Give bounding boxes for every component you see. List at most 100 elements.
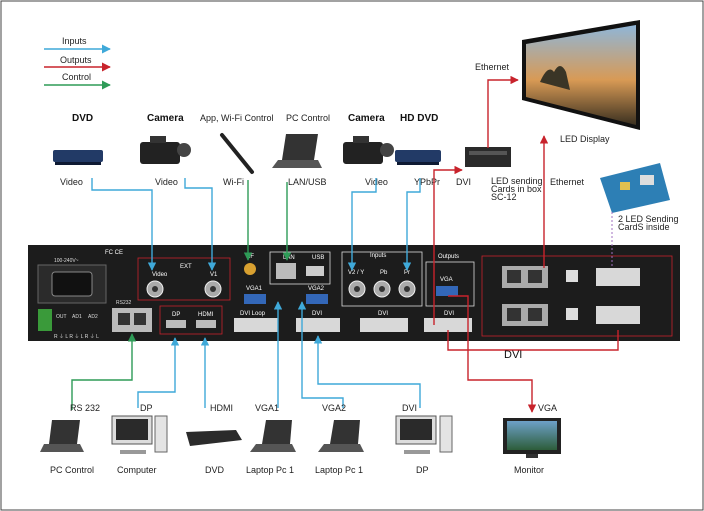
pc-laptop-base bbox=[272, 160, 322, 168]
bottom-device-monitor: VGA Monitor bbox=[503, 403, 561, 475]
audio-ad2-label: AD2 bbox=[88, 314, 98, 320]
sending-card: 2 LED Sending CardS inside bbox=[600, 163, 679, 232]
audio-ad1-label: AD1 bbox=[72, 314, 82, 320]
hddvd-name: HD DVD bbox=[400, 113, 438, 124]
pb-label: Pb bbox=[380, 270, 388, 276]
display-ethernet-side: Ethernet bbox=[550, 177, 585, 187]
led-display-rock bbox=[540, 66, 570, 90]
bottom-dvd-player-icon bbox=[186, 430, 242, 446]
bottom-laptop1-base bbox=[250, 444, 296, 452]
sending-card-caption-2: CardS inside bbox=[618, 222, 670, 232]
camera2-handle bbox=[353, 136, 369, 143]
dvd-player-icon bbox=[53, 150, 103, 162]
bottom-laptop1-name: Laptop Pc 1 bbox=[246, 465, 294, 475]
camera2-name: Camera bbox=[348, 113, 385, 124]
vga-out-port bbox=[436, 286, 458, 296]
bottom-device-laptop1: VGA1 Laptop Pc 1 bbox=[246, 403, 296, 475]
video-label: Video bbox=[152, 272, 168, 278]
hdmi-port bbox=[196, 320, 216, 328]
camera1-icon bbox=[140, 142, 180, 164]
hddvd-port: YPbPr bbox=[414, 177, 440, 187]
hddvd-player-icon bbox=[395, 150, 441, 162]
conn-sendingbox-ethernet bbox=[487, 75, 519, 148]
slot2-rj45-1 bbox=[507, 308, 521, 321]
bottom-pccontrol-laptop-screen bbox=[49, 420, 80, 444]
slot1-rj45-2 bbox=[528, 270, 542, 283]
bottom-pccontrol-port: RS 232 bbox=[70, 403, 100, 413]
sending-card-slot-box bbox=[481, 255, 673, 337]
vga1-port bbox=[244, 294, 266, 304]
bottom-dp-name: DP bbox=[416, 465, 429, 475]
display-ethernet-top: Ethernet bbox=[475, 62, 510, 72]
conn-hddvd-ypbpr bbox=[402, 178, 421, 271]
bottom-laptop1-port: VGA1 bbox=[255, 403, 279, 413]
camera2-icon bbox=[343, 142, 383, 164]
dvi-big-label: DVI bbox=[504, 349, 522, 361]
bottom-device-dp: DVI DP bbox=[395, 403, 453, 475]
vga2-port bbox=[306, 294, 328, 304]
conn-dp-dvi bbox=[313, 335, 421, 408]
bottom-laptop2-name: Laptop Pc 1 bbox=[315, 465, 363, 475]
pc-name: PC Control bbox=[286, 113, 330, 123]
conn-pccontrol-rs232 bbox=[71, 333, 137, 410]
slot2-usb-port bbox=[566, 308, 578, 320]
bottom-computer-screen bbox=[116, 419, 148, 440]
sending-box-caption-2: Cards in box bbox=[491, 184, 542, 194]
conn-camera1-v1 bbox=[184, 178, 217, 271]
dvi-out1-port bbox=[360, 318, 408, 332]
wifi-name: App, Wi-Fi Control bbox=[200, 113, 274, 123]
display-name: LED Display bbox=[560, 134, 610, 144]
pr-label: Pr bbox=[404, 270, 410, 276]
v1-bnc-pin bbox=[210, 286, 216, 292]
lan-usb-group-box bbox=[269, 251, 331, 285]
slot1-rj45-1 bbox=[507, 270, 521, 283]
bottom-dvd-name: DVD bbox=[205, 465, 225, 475]
rf-label: RF bbox=[246, 254, 254, 260]
processor-rear-panel: 100-240V~ FC CE OUT AD1 AD2 R ⏚ L R ⏚ L … bbox=[28, 245, 680, 341]
bottom-computer-tower bbox=[154, 415, 168, 453]
bottom-dp-tower bbox=[439, 415, 453, 453]
outputs-label: Outputs bbox=[438, 254, 459, 260]
camera1-lens bbox=[177, 143, 191, 157]
output-connections bbox=[433, 75, 619, 413]
input-connections bbox=[91, 178, 421, 408]
dp-hdmi-group-box bbox=[159, 305, 223, 335]
legend-inputs-label: Inputs bbox=[62, 36, 87, 46]
sending-box-caption-1: LED sending bbox=[491, 176, 543, 186]
pb-bnc-pin bbox=[379, 286, 385, 292]
bottom-pccontrol-name: PC Control bbox=[50, 465, 94, 475]
usb-label: USB bbox=[312, 255, 324, 261]
top-device-camera1: Camera Video bbox=[140, 113, 191, 187]
bottom-device-computer: DP Computer bbox=[111, 403, 168, 475]
bottom-computer-port: DP bbox=[140, 403, 153, 413]
bottom-pccontrol-laptop-base bbox=[40, 444, 84, 452]
bottom-laptop1-screen bbox=[262, 420, 292, 444]
ext-group-box bbox=[137, 257, 231, 301]
usb-port bbox=[306, 266, 324, 276]
camera1-name: Camera bbox=[147, 113, 184, 124]
slot1-dvi-port bbox=[596, 268, 640, 286]
top-device-sending-box: DVI LED sending Cards in box SC-12 bbox=[456, 147, 543, 202]
sending-box-port: DVI bbox=[456, 177, 471, 187]
top-device-wifi: App, Wi-Fi Control Wi-Fi bbox=[200, 113, 274, 187]
rs232-jack-1 bbox=[118, 313, 130, 325]
bottom-dp-keyboard bbox=[404, 450, 430, 454]
dvi-in-port bbox=[296, 318, 340, 332]
legend-control-label: Control bbox=[62, 72, 91, 82]
dp-label: DP bbox=[172, 312, 180, 318]
dvd-player-base bbox=[55, 162, 101, 165]
slot2-dvi-port bbox=[596, 306, 640, 324]
sending-box-caption-3: SC-12 bbox=[491, 192, 517, 202]
v2y-label: V2 / Y bbox=[348, 270, 364, 276]
camera2-lens bbox=[380, 143, 394, 157]
conn-dvi-to-sendingbox bbox=[433, 165, 463, 325]
bottom-computer-keyboard bbox=[120, 450, 146, 454]
conn-laptop2-vga2 bbox=[297, 301, 344, 408]
vga1-label: VGA1 bbox=[246, 286, 263, 292]
wifi-antenna-icon bbox=[220, 133, 254, 174]
legend-outputs-label: Outputs bbox=[60, 55, 92, 65]
camera1-handle bbox=[150, 136, 166, 143]
slot1-usb-port bbox=[566, 270, 578, 282]
